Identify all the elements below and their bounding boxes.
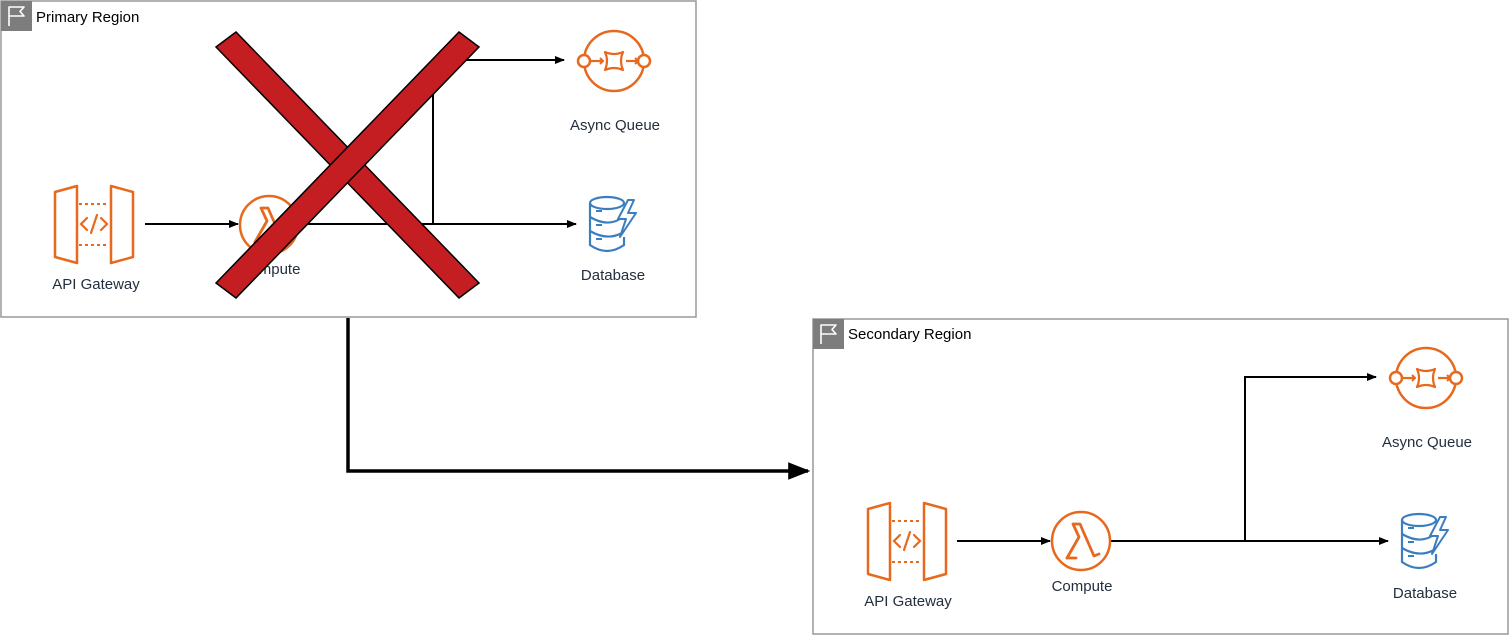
flag-icon xyxy=(813,319,844,349)
sqs-queue-icon xyxy=(1388,346,1464,410)
region-label: Primary Region xyxy=(36,9,139,26)
api-gateway-label: API Gateway xyxy=(52,276,140,293)
secondary-connectors xyxy=(957,373,1389,545)
api-gateway-icon xyxy=(53,184,135,265)
compute-label: Compute xyxy=(1052,578,1113,595)
database-label: Database xyxy=(1393,585,1457,602)
dynamodb-icon xyxy=(1400,512,1449,570)
database-label: Database xyxy=(581,267,645,284)
secondary-region: Secondary Region xyxy=(812,318,1509,635)
region-label: Secondary Region xyxy=(848,326,971,343)
api-gateway-label: API Gateway xyxy=(864,593,952,610)
lambda-icon xyxy=(1050,510,1112,572)
sqs-queue-icon xyxy=(576,29,652,93)
dynamodb-icon xyxy=(588,195,637,253)
api-gateway-icon xyxy=(866,501,948,582)
arrow-compute-to-queue xyxy=(1244,373,1377,541)
failover-arrow xyxy=(346,318,811,480)
queue-label: Async Queue xyxy=(570,117,660,134)
flag-icon xyxy=(1,1,32,31)
queue-label: Async Queue xyxy=(1382,434,1472,451)
failure-x-icon xyxy=(214,31,481,299)
